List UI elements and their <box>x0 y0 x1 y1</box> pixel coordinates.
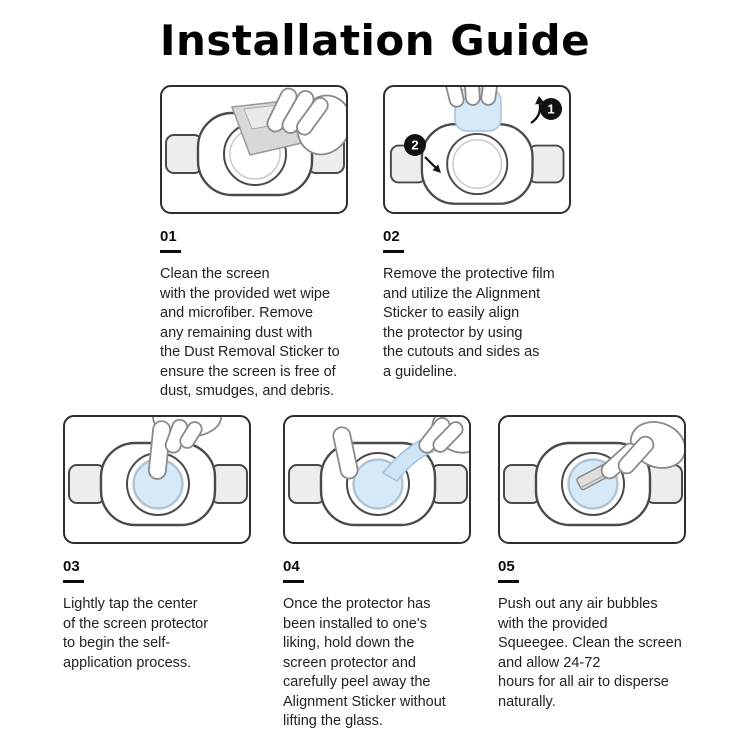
step-02: 1 2 02 Remove the protective film and ut… <box>383 85 595 382</box>
step-number: 02 <box>383 228 400 245</box>
page-title: Installation Guide <box>159 16 591 65</box>
step-text: Push out any air bubbles with the provid… <box>498 596 682 710</box>
hand-icon <box>443 87 500 108</box>
step-number-underline <box>63 580 84 583</box>
step-02-illustration: 1 2 <box>383 85 571 214</box>
squeegee-illustration-svg <box>502 421 684 527</box>
step-04-illustration <box>283 415 471 544</box>
holding-finger-icon <box>332 426 359 480</box>
step-01: 01 Clean the screen with the provided we… <box>160 85 372 402</box>
step-number: 04 <box>283 558 300 575</box>
clean-screen-illustration-svg <box>164 87 346 197</box>
step-number-underline <box>283 580 304 583</box>
step-number-underline <box>383 250 404 253</box>
badge-2-label: 2 <box>411 138 418 153</box>
step-text: Once the protector has been installed to… <box>283 596 446 729</box>
step-01-illustration <box>160 85 348 214</box>
step-05: 05 Push out any air bubbles with the pro… <box>498 415 710 712</box>
step-text: Lightly tap the center of the screen pro… <box>63 596 209 671</box>
pulling-hand-icon <box>418 417 469 454</box>
hand-icon <box>266 87 346 156</box>
step-number-underline <box>160 250 181 253</box>
step-05-illustration <box>498 415 686 544</box>
step-badge-1: 1 <box>530 96 562 124</box>
step-number-underline <box>498 580 519 583</box>
step-03: 03 Lightly tap the center of the screen … <box>63 415 275 673</box>
step-text: Remove the protective film and utilize t… <box>383 266 555 380</box>
step-03-illustration <box>63 415 251 544</box>
step-number: 03 <box>63 558 80 575</box>
tap-center-illustration-svg <box>67 417 249 527</box>
step-number: 05 <box>498 558 515 575</box>
hand-icon <box>600 421 684 480</box>
step-text: Clean the screen with the provided wet w… <box>160 266 340 399</box>
badge-1-label: 1 <box>547 102 554 117</box>
step-number: 01 <box>160 228 177 245</box>
peel-sticker-illustration-svg <box>287 417 469 527</box>
step-badge-2: 2 <box>404 134 441 173</box>
step-04: 04 Once the protector has been installed… <box>283 415 495 732</box>
align-protector-illustration-svg: 1 2 <box>389 87 565 205</box>
tapping-finger-icon <box>147 417 222 480</box>
